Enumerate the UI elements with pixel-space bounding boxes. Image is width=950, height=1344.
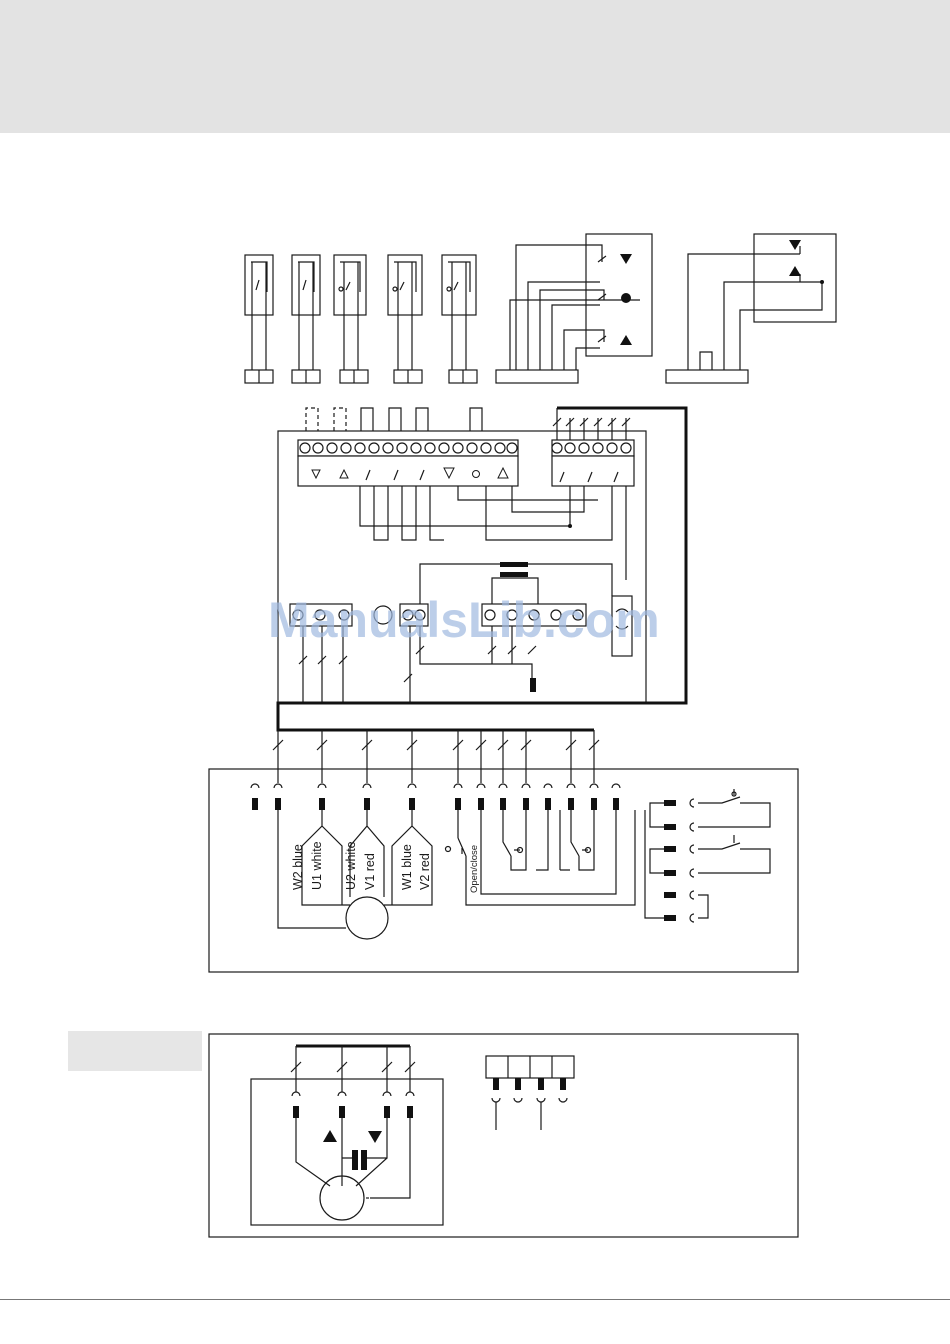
control-station-2-button [666,234,836,383]
label-u1-white: U1 white [310,841,324,890]
watermark: ManualsLib.com [268,592,660,648]
control-board [278,408,646,703]
label-v1-red: V1 red [363,853,377,890]
label-v2-red: V2 red [418,853,432,890]
label-open-close: Open/close [469,845,480,893]
label-u2-white: U2 white [344,841,358,890]
single-phase-motor-diagram [209,1034,798,1237]
control-station-3-button [496,234,652,383]
limit-switch-units [245,255,477,383]
label-w1-blue: W1 blue [400,844,414,890]
label-w2-blue: W2 blue [291,844,305,890]
